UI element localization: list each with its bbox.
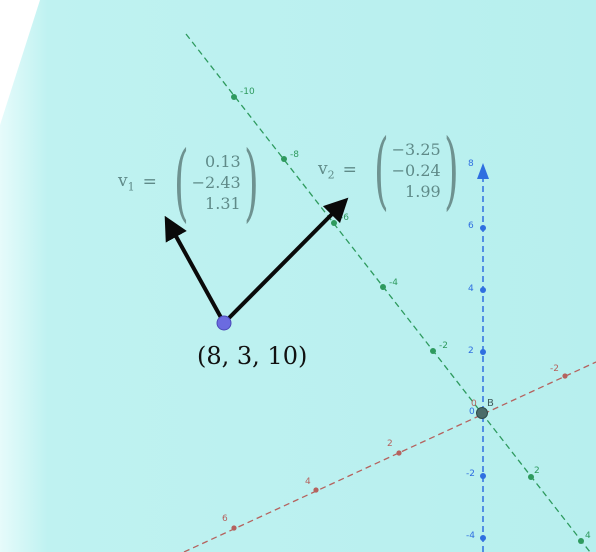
vector-v2[interactable] [222, 197, 349, 325]
v2-label: v2 = ( −3.25 −0.24 1.99 ) [318, 128, 467, 212]
red-tick-label: 0 [471, 399, 477, 409]
green-tick-label: -8 [290, 150, 299, 160]
left-paren: ( [173, 133, 189, 231]
green-tick-mark [380, 284, 386, 290]
red-tick-mark [231, 525, 237, 531]
v1-name: v1 [118, 170, 135, 194]
v2-equals: = [342, 160, 357, 180]
v1-label: v1 = ( 0.13 −2.43 1.31 ) [118, 140, 267, 224]
green-tick-label: -4 [389, 278, 398, 288]
v2-z: 1.99 [405, 181, 441, 201]
base-point[interactable] [216, 315, 232, 331]
red-axis-ticks: -2 0 2 4 6 [222, 364, 568, 531]
green-tick-mark [430, 348, 436, 354]
green-tick-mark [578, 538, 584, 544]
blue-tick-label: 4 [468, 284, 474, 294]
vector-v1[interactable] [164, 215, 226, 324]
origin-point-label: B [487, 398, 494, 409]
blue-tick-mark [480, 535, 486, 541]
green-tick-label: -6 [340, 213, 349, 223]
blue-tick-label: -4 [466, 531, 475, 541]
blue-tick-label: 6 [468, 221, 474, 231]
red-axis [183, 361, 596, 552]
blue-axis-ticks: 8 6 4 2 0 -2 -4 [466, 159, 486, 541]
blue-tick-mark [480, 287, 486, 293]
red-tick-label: -2 [550, 364, 559, 374]
green-tick-label: 4 [585, 531, 591, 541]
green-tick-label: -10 [240, 87, 255, 97]
green-tick-label: -2 [439, 341, 448, 351]
green-tick-mark [231, 94, 237, 100]
blue-axis-arrowhead [477, 163, 489, 179]
v2-x: −3.25 [391, 139, 441, 159]
red-tick-mark [562, 373, 568, 379]
green-tick-mark [331, 220, 337, 226]
blue-tick-mark [480, 349, 486, 355]
red-tick-label: 4 [305, 477, 311, 487]
red-tick-mark [313, 487, 319, 493]
blue-tick-label: 2 [468, 346, 474, 356]
blue-tick-label: 0 [469, 407, 475, 417]
v1-x: 0.13 [205, 151, 241, 171]
left-paren: ( [373, 121, 389, 219]
blue-tick-label: -2 [466, 469, 475, 479]
right-paren: ) [243, 133, 259, 231]
red-tick-label: 2 [387, 439, 393, 449]
green-tick-mark [528, 474, 534, 480]
blue-tick-mark [480, 473, 486, 479]
v2-name: v2 [318, 158, 335, 182]
v1-components: 0.13 −2.43 1.31 [192, 151, 241, 214]
green-tick-mark [281, 156, 287, 162]
blue-tick-mark [480, 225, 486, 231]
v2-components: −3.25 −0.24 1.99 [392, 139, 441, 202]
origin-point-b[interactable] [476, 407, 488, 419]
v1-z: 1.31 [205, 193, 241, 213]
blue-tick-label: 8 [468, 159, 474, 169]
v1-y: −2.43 [191, 172, 241, 192]
right-paren: ) [443, 121, 459, 219]
base-point-label: (8, 3, 10) [197, 342, 308, 370]
v2-y: −0.24 [391, 160, 441, 180]
v1-equals: = [142, 172, 157, 192]
green-tick-label: 2 [534, 466, 540, 476]
red-tick-mark [396, 450, 402, 456]
red-tick-label: 6 [222, 514, 228, 524]
